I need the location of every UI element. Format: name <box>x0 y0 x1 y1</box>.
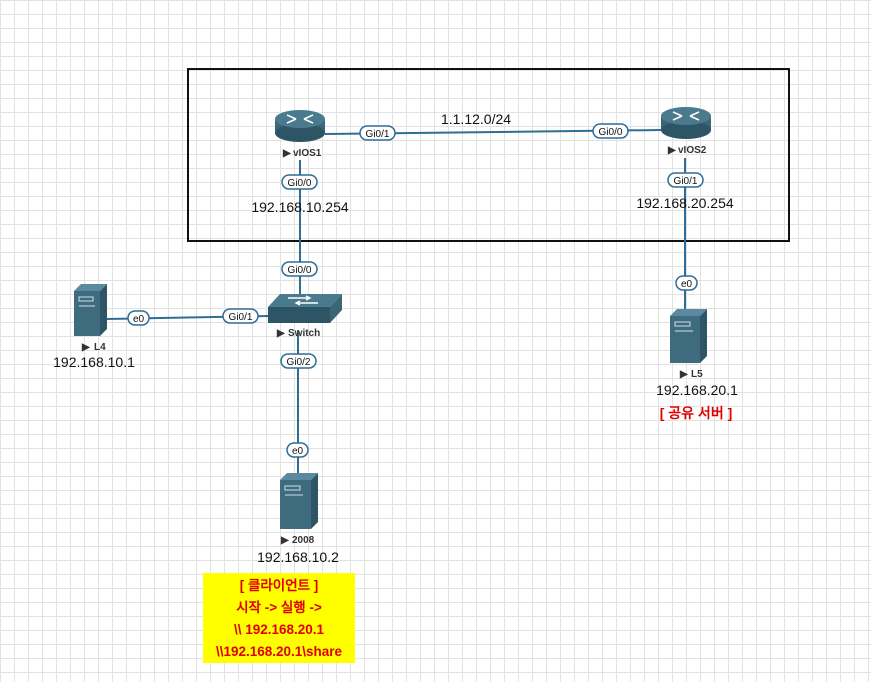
svg-text:e0: e0 <box>133 314 145 325</box>
server-2008-ip: 192.168.10.2 <box>257 549 339 565</box>
svg-text:Gi0/0: Gi0/0 <box>599 127 623 138</box>
play-triangle-icon: ▶ <box>280 535 290 546</box>
server-l5-note: [ 공유 서버 ] <box>660 405 733 421</box>
server-l4-name: L4 <box>94 342 106 353</box>
svg-text:e0: e0 <box>292 446 304 457</box>
client-note-line: \\ 192.168.20.1 <box>233 622 325 637</box>
server-l4-ip: 192.168.10.1 <box>53 354 135 370</box>
port-badge-switch-gi0-0[interactable]: Gi0/0 <box>281 261 318 277</box>
port-badge-switch-gi0-1[interactable]: Gi0/1 <box>222 308 259 324</box>
server-l5[interactable]: ▶ L5 <box>670 309 707 380</box>
router-vios2-name: vIOS2 <box>678 145 707 156</box>
server-l5-ip: 192.168.20.1 <box>656 382 738 398</box>
svg-text:Gi0/2: Gi0/2 <box>287 357 311 368</box>
svg-text:Gi0/1: Gi0/1 <box>366 129 390 140</box>
port-badge-l4-e0[interactable]: e0 <box>127 310 150 326</box>
play-triangle-icon: ▶ <box>282 148 292 159</box>
server-icon <box>280 473 318 529</box>
port-badge-switch-gi0-2[interactable]: Gi0/2 <box>280 353 317 369</box>
server-l4[interactable]: ▶ L4 <box>74 284 107 353</box>
play-triangle-icon: ▶ <box>667 145 677 156</box>
router-vios1-ip: 192.168.10.254 <box>251 199 349 215</box>
router-vios1[interactable]: ▶ vIOS1 <box>275 110 325 159</box>
port-badge-vios1-gi0-1[interactable]: Gi0/1 <box>359 125 396 141</box>
svg-text:Gi0/0: Gi0/0 <box>288 178 312 189</box>
play-triangle-icon: ▶ <box>679 369 689 380</box>
router-vios2[interactable]: ▶ vIOS2 <box>661 107 711 156</box>
client-note-line: [ 클라이언트 ] <box>239 578 319 593</box>
switch-name: Switch <box>288 328 320 339</box>
switch-node[interactable]: ▶ Switch <box>268 294 342 339</box>
server-icon <box>74 284 107 336</box>
port-badges: Gi0/1 Gi0/0 Gi0/0 Gi0/1 Gi0/0 Gi0/1 Gi0/… <box>127 123 704 458</box>
router-icon <box>275 110 325 142</box>
router-icon <box>661 107 711 139</box>
svg-text:Gi0/1: Gi0/1 <box>229 312 253 323</box>
server-2008-name: 2008 <box>292 535 315 546</box>
port-badge-vios2-gi0-1[interactable]: Gi0/1 <box>667 172 704 188</box>
links <box>106 129 686 475</box>
switch-icon <box>268 294 342 323</box>
link-network-label: 1.1.12.0/24 <box>441 111 511 127</box>
port-badge-2008-e0[interactable]: e0 <box>286 442 309 458</box>
play-triangle-icon: ▶ <box>81 342 91 353</box>
svg-text:Gi0/1: Gi0/1 <box>674 176 698 187</box>
server-icon <box>670 309 707 363</box>
port-badge-vios1-gi0-0[interactable]: Gi0/0 <box>281 174 318 190</box>
svg-text:e0: e0 <box>681 279 693 290</box>
server-2008[interactable]: ▶ 2008 <box>280 473 318 546</box>
port-badge-l5-e0[interactable]: e0 <box>675 275 698 291</box>
client-note-line: \\192.168.20.1\share <box>215 644 343 659</box>
port-badge-vios2-gi0-0[interactable]: Gi0/0 <box>592 123 629 139</box>
client-note-line: 시작 -> 실행 -> <box>236 600 322 615</box>
play-triangle-icon: ▶ <box>276 328 286 339</box>
router-vios2-ip: 192.168.20.254 <box>636 195 734 211</box>
client-note: [ 클라이언트 ] 시작 -> 실행 -> \\ 192.168.20.1 \\… <box>203 573 355 663</box>
server-l5-name: L5 <box>691 369 703 380</box>
router-vios1-name: vIOS1 <box>293 148 322 159</box>
routing-area-frame <box>187 68 790 242</box>
svg-text:Gi0/0: Gi0/0 <box>288 265 312 276</box>
